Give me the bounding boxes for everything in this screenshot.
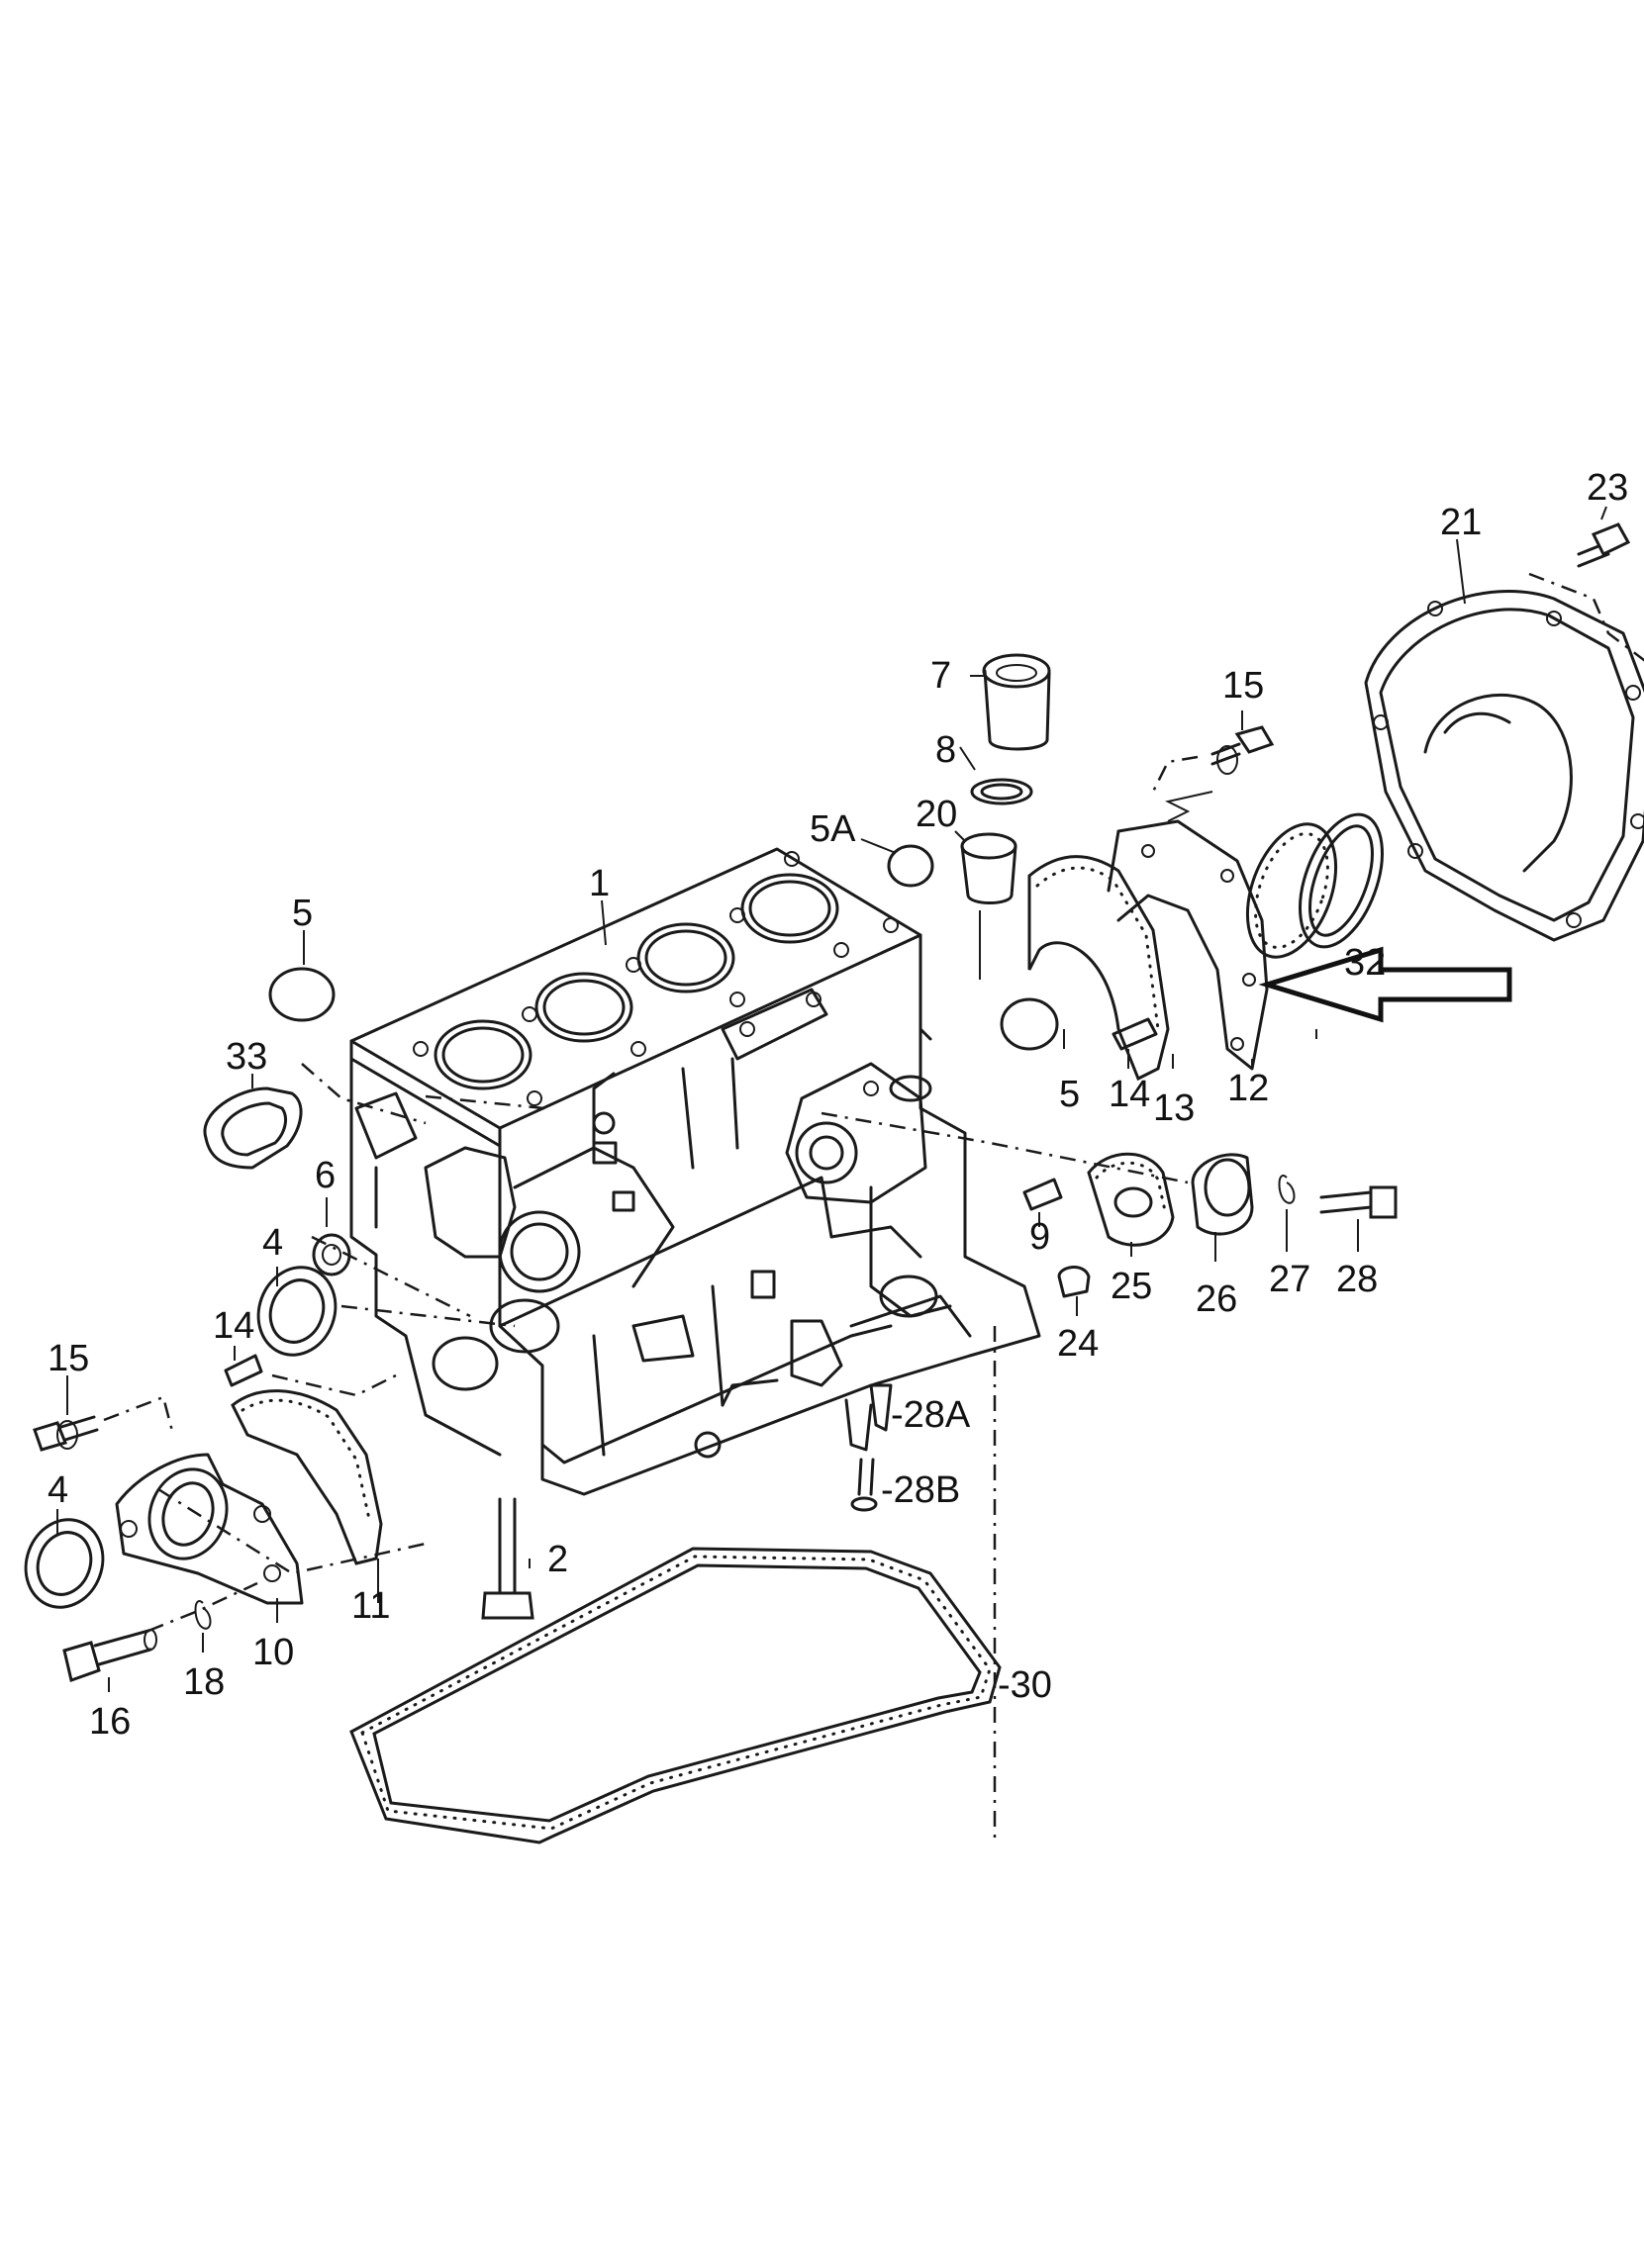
gasket-33 bbox=[203, 1087, 303, 1170]
pin-14-lower bbox=[224, 1354, 263, 1387]
label-16: 16 bbox=[89, 1701, 131, 1743]
bolt-15-upper bbox=[1210, 725, 1275, 775]
label-21: 21 bbox=[1440, 502, 1482, 543]
freeze-plugs bbox=[268, 844, 1059, 1051]
intermediate-plate bbox=[1364, 590, 1644, 942]
label-4-upper: 4 bbox=[262, 1222, 283, 1264]
label-27: 27 bbox=[1269, 1259, 1310, 1300]
label-15-lower: 15 bbox=[48, 1338, 89, 1379]
label-28: 28 bbox=[1336, 1259, 1378, 1300]
label-23: 23 bbox=[1587, 467, 1628, 509]
label-7: 7 bbox=[930, 655, 951, 697]
oil-pan-gasket bbox=[349, 1547, 1002, 1844]
label-24: 24 bbox=[1057, 1323, 1099, 1365]
filler-tube-parts bbox=[960, 653, 1051, 980]
label-8: 8 bbox=[935, 729, 956, 771]
rear-seal-flange bbox=[1027, 791, 1384, 1082]
highlight-arrow bbox=[1258, 946, 1512, 1023]
label-14-lower: 14 bbox=[213, 1305, 254, 1347]
label-9: 9 bbox=[1029, 1216, 1050, 1258]
leader-lines bbox=[56, 506, 1607, 1692]
pin-14-upper bbox=[1112, 1017, 1158, 1051]
label-2: 2 bbox=[547, 1539, 568, 1580]
front-seal-flange bbox=[24, 1233, 383, 1609]
label-28A: -28A bbox=[891, 1394, 971, 1436]
label-11: 11 bbox=[351, 1585, 390, 1627]
engine-block bbox=[349, 847, 1041, 1496]
label-20: 20 bbox=[916, 794, 957, 835]
bolt-23 bbox=[1577, 522, 1631, 568]
bolt-2 bbox=[481, 1497, 534, 1620]
label-33: 33 bbox=[226, 1036, 267, 1078]
label-28B: -28B bbox=[881, 1469, 960, 1511]
part-labels: 1 2 4 4 5 5 5A 6 7 8 9 10 11 12 13 14 14… bbox=[48, 467, 1628, 1743]
label-6: 6 bbox=[315, 1155, 336, 1196]
label-30: -30 bbox=[998, 1664, 1052, 1706]
label-15-upper: 15 bbox=[1222, 665, 1264, 707]
oil-pressure-sender bbox=[844, 1383, 893, 1512]
label-5A: 5A bbox=[810, 808, 856, 850]
label-5-left: 5 bbox=[292, 893, 313, 934]
label-18: 18 bbox=[183, 1661, 225, 1703]
label-13: 13 bbox=[1153, 1087, 1195, 1129]
centerlines bbox=[103, 572, 1644, 1841]
label-4-lower: 4 bbox=[48, 1469, 68, 1511]
label-14-upper: 14 bbox=[1109, 1074, 1150, 1115]
label-32: 32 bbox=[1344, 942, 1386, 984]
label-5-right: 5 bbox=[1059, 1074, 1080, 1115]
label-25: 25 bbox=[1111, 1266, 1152, 1307]
label-10: 10 bbox=[252, 1632, 294, 1673]
label-1: 1 bbox=[589, 863, 610, 904]
label-26: 26 bbox=[1196, 1278, 1237, 1320]
bolt-16 bbox=[62, 1629, 157, 1682]
bolt-15-lower bbox=[33, 1415, 99, 1452]
label-12: 12 bbox=[1227, 1068, 1269, 1109]
oil-filter-flange-parts bbox=[1022, 1152, 1398, 1298]
washer-18 bbox=[194, 1599, 212, 1630]
